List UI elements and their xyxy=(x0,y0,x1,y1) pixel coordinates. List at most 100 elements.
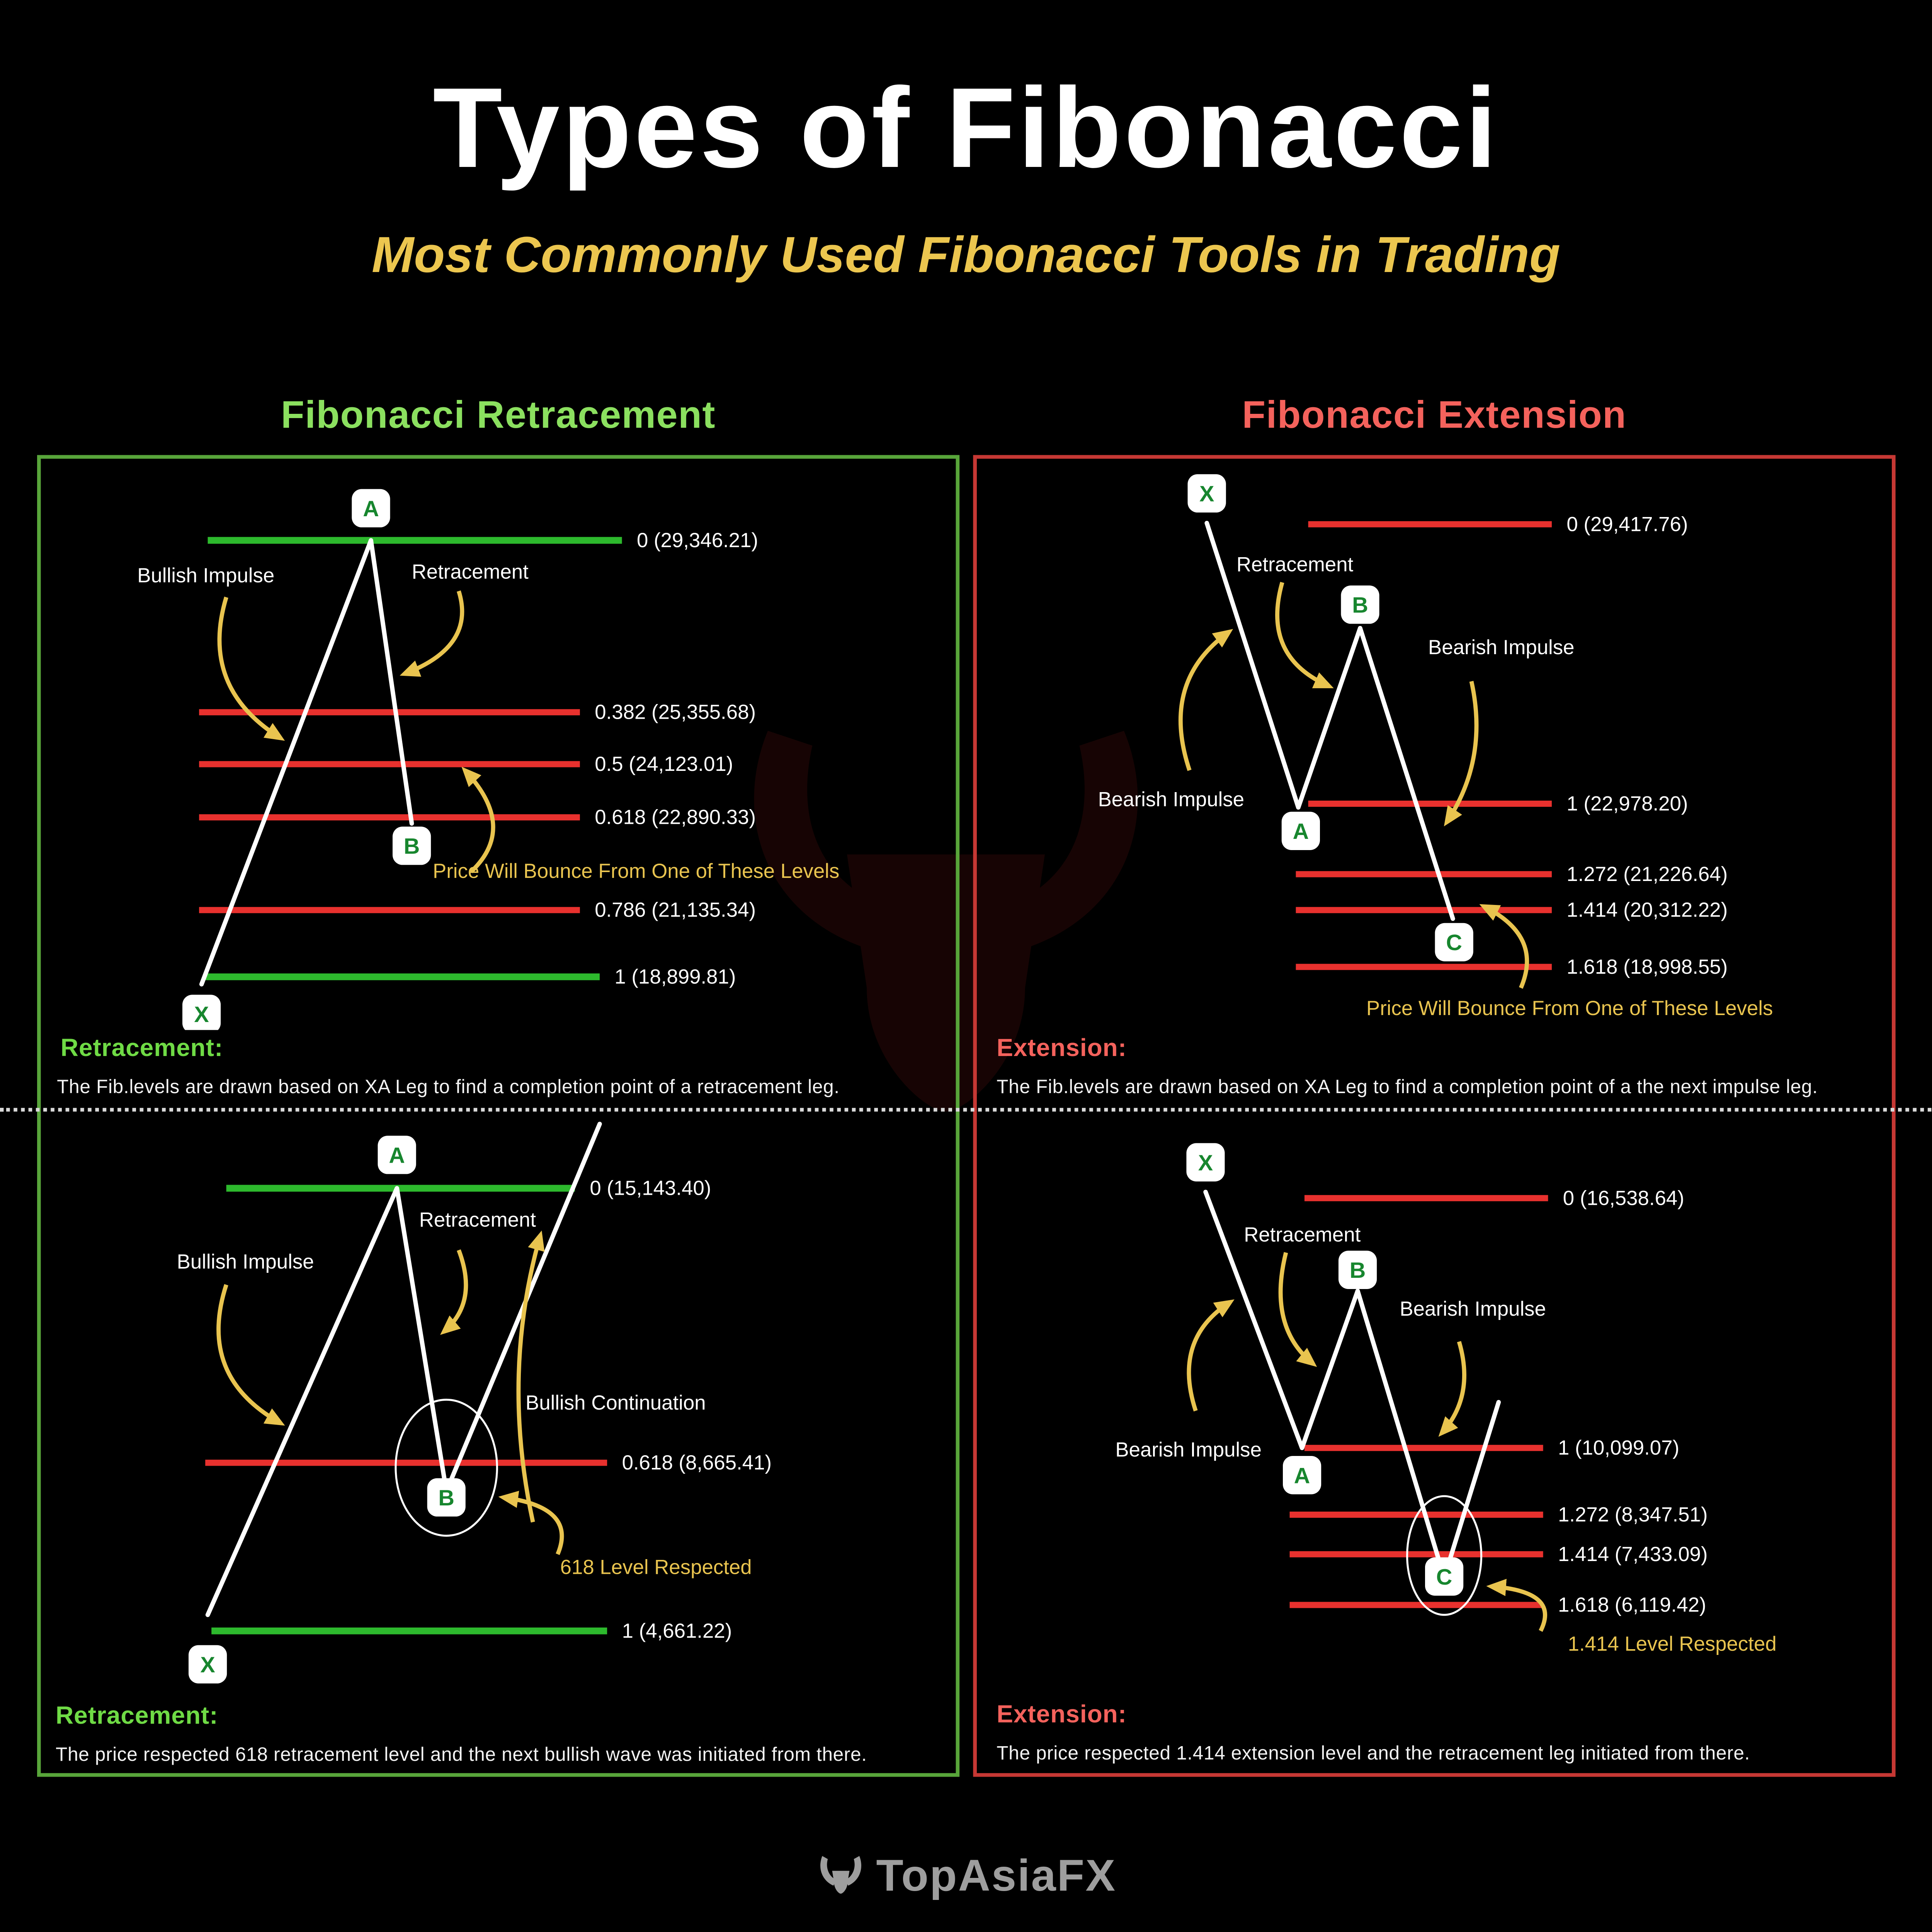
bullish-impulse-label: Bullish Impulse xyxy=(137,564,274,587)
svg-text:A: A xyxy=(1294,1463,1310,1488)
bearish-impulse-left-label: Bearish Impulse xyxy=(1098,788,1245,811)
extension-caption-heading: Extension: xyxy=(997,1035,1127,1062)
respected-note-label: 618 Level Respected xyxy=(560,1556,752,1579)
point-badge-c: C xyxy=(1425,1557,1464,1596)
point-badge-x: X xyxy=(182,995,221,1030)
respected-arrow-icon xyxy=(1486,1579,1547,1632)
fib-level-label: 1.272 (8,347.51) xyxy=(1558,1503,1708,1526)
brand-footer: TopAsiaFX xyxy=(0,1850,1932,1901)
fib-level-label: 1 (10,099.07) xyxy=(1558,1437,1679,1459)
fib-level-label: 1.414 (20,312.22) xyxy=(1566,899,1728,922)
retracement-caption-heading: Retracement: xyxy=(60,1035,223,1062)
extension-example-diagram: 0 (16,538.64) 1 (10,099.07) 1.272 (8,347… xyxy=(1115,1143,1777,1655)
brand-name: TopAsiaFX xyxy=(876,1850,1117,1901)
retracement-caption-body: The Fib.levels are drawn based on XA Leg… xyxy=(57,1077,840,1098)
bullish-continuation-arrow-icon xyxy=(516,1230,545,1523)
retracement-label: Retracement xyxy=(412,561,529,583)
svg-text:A: A xyxy=(1293,819,1309,844)
respected-level-ellipse xyxy=(395,1398,498,1537)
fib-level-label: 1 (4,661.22) xyxy=(622,1619,732,1642)
bearish-impulse-left-arrow-icon xyxy=(1187,1299,1235,1412)
price-zigzag xyxy=(1203,1190,1501,1580)
point-badge-a: A xyxy=(1283,1456,1321,1495)
svg-text:B: B xyxy=(438,1486,454,1510)
svg-text:C: C xyxy=(1446,930,1462,955)
extension-panel: 0 (29,417.76) 1 (22,978.20) 1.272 (21,22… xyxy=(973,455,1896,1777)
point-badge-x: X xyxy=(1187,474,1226,513)
point-badge-b: B xyxy=(1338,1250,1377,1289)
bearish-impulse-right-arrow-icon xyxy=(1438,1341,1466,1437)
bounce-note-label: Price Will Bounce From One of These Leve… xyxy=(1366,997,1773,1020)
svg-text:X: X xyxy=(200,1653,215,1677)
retracement-arrow-icon xyxy=(440,1249,468,1335)
point-badge-x: X xyxy=(189,1645,227,1684)
svg-text:A: A xyxy=(389,1143,405,1168)
fib-level-label: 0.618 (22,890.33) xyxy=(595,806,756,829)
page-subtitle: Most Commonly Used Fibonacci Tools in Tr… xyxy=(371,226,1561,283)
point-badge-a: A xyxy=(378,1136,416,1174)
section-divider xyxy=(0,1108,1932,1112)
svg-text:X: X xyxy=(1199,482,1214,507)
retracement-panel: 0 (29,346.21) 0.382 (25,355.68) 0.5 (24,… xyxy=(37,455,960,1777)
retracement-label: Retracement xyxy=(1236,553,1354,576)
svg-text:B: B xyxy=(404,834,420,859)
fib-level-label: 1 (18,899.81) xyxy=(614,966,736,988)
respected-note-label: 1.414 Level Respected xyxy=(1568,1633,1777,1655)
retracement-example-diagram: 0 (15,143.40) 0.618 (8,665.41) 1 (4,661.… xyxy=(177,1122,772,1684)
fib-level-label: 0.786 (21,135.34) xyxy=(595,899,756,922)
bull-watermark-icon xyxy=(754,731,1138,1112)
svg-text:A: A xyxy=(363,497,379,521)
fib-level-label: 0 (15,143.40) xyxy=(590,1177,711,1200)
point-badge-a: A xyxy=(1281,811,1320,850)
respected-arrow-icon xyxy=(498,1491,564,1555)
bounce-note-label: Price Will Bounce From One of These Leve… xyxy=(433,860,839,883)
bounce-arrow-icon xyxy=(461,767,495,873)
extension-caption-body: The Fib.levels are drawn based on XA Leg… xyxy=(997,1077,1818,1098)
fib-level-label: 1.618 (18,998.55) xyxy=(1566,956,1728,978)
price-zigzag xyxy=(205,1122,602,1617)
price-zigzag xyxy=(199,538,414,986)
extension-schematic-diagram: 0 (29,417.76) 1 (22,978.20) 1.272 (21,22… xyxy=(1098,474,1773,1020)
bullish-impulse-arrow-icon xyxy=(216,1284,285,1426)
retracement-arrow-icon xyxy=(1275,582,1334,689)
bearish-impulse-right-label: Bearish Impulse xyxy=(1428,636,1575,659)
bearish-impulse-left-arrow-icon xyxy=(1178,629,1233,771)
point-badge-b: B xyxy=(393,827,431,865)
price-zigzag xyxy=(1204,520,1455,921)
retracement-label: Retracement xyxy=(419,1208,536,1231)
fib-level-label: 0.618 (8,665.41) xyxy=(622,1451,772,1474)
extension-example-caption-heading: Extension: xyxy=(997,1701,1127,1729)
bull-logo-icon xyxy=(820,1856,861,1894)
svg-text:C: C xyxy=(1436,1565,1452,1590)
respected-level-ellipse xyxy=(1406,1495,1483,1616)
fib-level-label: 0 (16,538.64) xyxy=(1563,1187,1684,1209)
fib-level-label: 0 (29,346.21) xyxy=(637,529,758,552)
svg-text:B: B xyxy=(1350,1258,1366,1283)
bounce-arrow-icon xyxy=(1479,904,1529,989)
retracement-column-heading: Fibonacci Retracement xyxy=(281,393,716,437)
fib-level-label: 0.382 (25,355.68) xyxy=(595,701,756,724)
fib-level-label: 1.272 (21,226.64) xyxy=(1566,863,1728,886)
extension-column-heading: Fibonacci Extension xyxy=(1242,393,1627,437)
svg-text:B: B xyxy=(1352,593,1368,618)
page-title: Types of Fibonacci xyxy=(433,65,1499,192)
extension-example-caption-body: The price respected 1.414 extension leve… xyxy=(997,1743,1750,1765)
point-badge-b: B xyxy=(1341,585,1379,624)
bearish-impulse-left-label: Bearish Impulse xyxy=(1115,1439,1262,1461)
bearish-impulse-right-label: Bearish Impulse xyxy=(1400,1298,1546,1320)
fib-level-label: 0 (29,417.76) xyxy=(1566,513,1688,536)
fib-level-label: 1.414 (7,433.09) xyxy=(1558,1543,1708,1566)
fib-level-label: 0.5 (24,123.01) xyxy=(595,753,733,776)
retracement-arrow-icon xyxy=(400,590,464,677)
point-badge-x: X xyxy=(1186,1143,1225,1182)
retracement-arrow-icon xyxy=(1278,1252,1317,1367)
retracement-schematic-diagram: 0 (29,346.21) 0.382 (25,355.68) 0.5 (24,… xyxy=(137,489,839,1030)
bullish-impulse-arrow-icon xyxy=(217,597,285,741)
point-badge-a: A xyxy=(352,489,390,527)
retracement-example-caption-heading: Retracement: xyxy=(56,1702,218,1730)
fib-level-label: 1 (22,978.20) xyxy=(1566,793,1688,815)
svg-text:X: X xyxy=(1198,1151,1213,1175)
point-badge-b: B xyxy=(427,1478,466,1517)
svg-text:X: X xyxy=(194,1002,209,1027)
